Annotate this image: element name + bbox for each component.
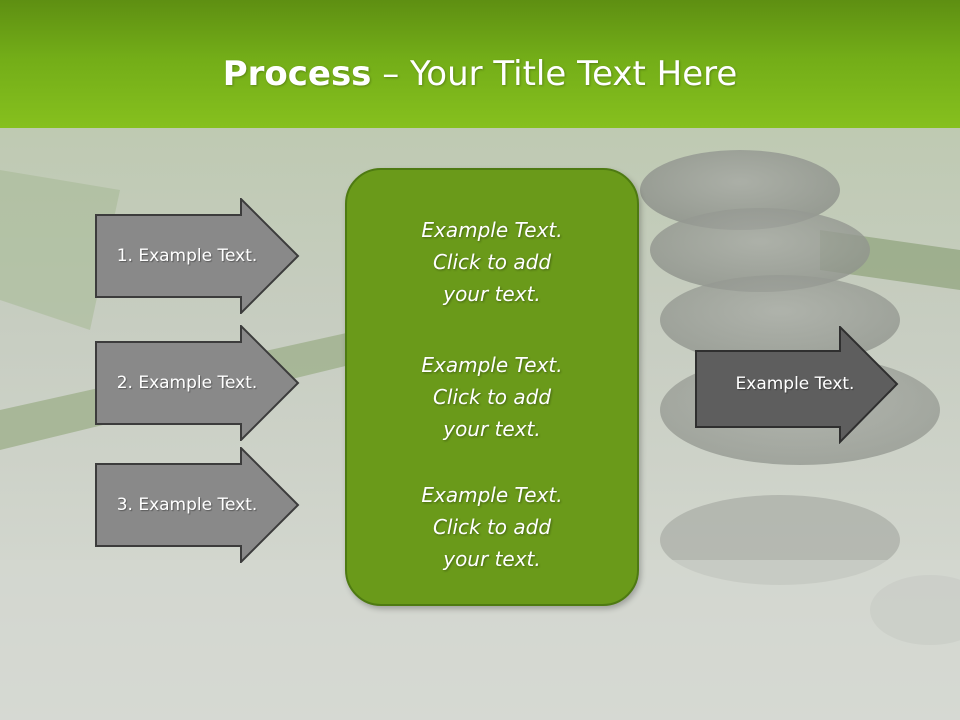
output-arrow[interactable]: Example Text. bbox=[695, 326, 901, 444]
process-text-line: Click to add bbox=[432, 250, 552, 274]
arrow-shape-2 bbox=[95, 325, 300, 441]
slide-title: Process – Your Title Text Here bbox=[0, 48, 960, 100]
arrow-shape-3 bbox=[95, 447, 300, 563]
input-arrow-label-3: 3. Example Text. bbox=[116, 495, 258, 515]
title-rest: – Your Title Text Here bbox=[371, 54, 738, 94]
process-text-line: your text. bbox=[443, 417, 541, 441]
input-arrow-2[interactable]: 2. Example Text. bbox=[95, 325, 301, 441]
output-arrow-shape bbox=[695, 326, 899, 444]
process-box[interactable]: Example Text. Click to add your text. Ex… bbox=[345, 168, 639, 606]
process-text-block-3: Example Text. Click to add your text. bbox=[347, 479, 637, 575]
input-arrow-label-1: 1. Example Text. bbox=[116, 246, 258, 266]
title-bar bbox=[0, 0, 960, 128]
process-text-line: Example Text. bbox=[421, 218, 563, 242]
process-text-line: your text. bbox=[443, 282, 541, 306]
process-text-line: Example Text. bbox=[421, 483, 563, 507]
title-bold: Process bbox=[222, 54, 372, 94]
process-text-block-1: Example Text. Click to add your text. bbox=[347, 214, 637, 310]
output-arrow-label: Example Text. bbox=[735, 374, 855, 394]
process-text-line: Example Text. bbox=[421, 353, 563, 377]
process-text-line: your text. bbox=[443, 547, 541, 571]
process-text-line: Click to add bbox=[432, 515, 552, 539]
arrow-shape-1 bbox=[95, 198, 300, 314]
process-text-block-2: Example Text. Click to add your text. bbox=[347, 349, 637, 445]
process-text-line: Click to add bbox=[432, 385, 552, 409]
input-arrow-3[interactable]: 3. Example Text. bbox=[95, 447, 301, 563]
input-arrow-label-2: 2. Example Text. bbox=[116, 373, 258, 393]
input-arrow-1[interactable]: 1. Example Text. bbox=[95, 198, 301, 314]
